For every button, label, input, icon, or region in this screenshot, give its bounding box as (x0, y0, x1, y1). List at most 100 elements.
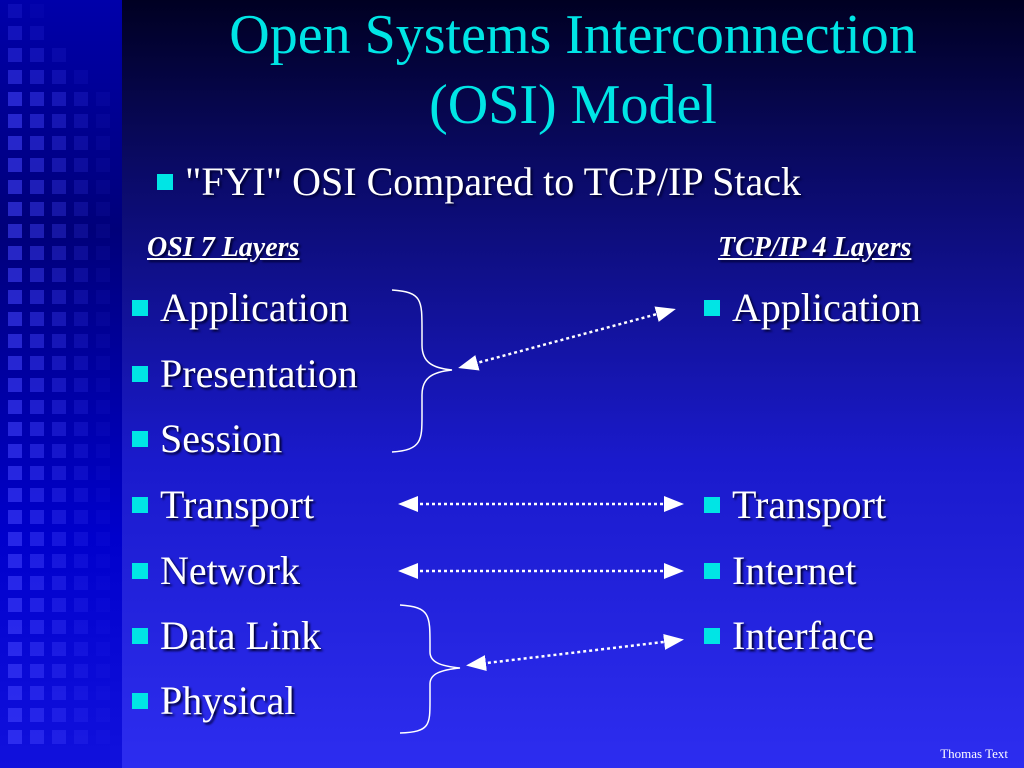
decor-square (96, 598, 110, 612)
osi-layer-network: Network (132, 547, 300, 595)
decor-square (96, 180, 110, 194)
osi-layer-label: Presentation (160, 351, 358, 396)
decor-square (30, 532, 44, 546)
decor-square (74, 422, 88, 436)
decor-square (96, 642, 110, 656)
decor-square (52, 290, 66, 304)
decor-square (96, 620, 110, 634)
decor-square (74, 488, 88, 502)
decor-square (8, 136, 22, 150)
decor-square (30, 730, 44, 744)
decor-square (30, 686, 44, 700)
tcp-layer-label: Application (732, 285, 921, 330)
decor-square (30, 378, 44, 392)
decor-square (30, 422, 44, 436)
upper-brace (391, 289, 453, 453)
decor-square (74, 466, 88, 480)
decor-square (52, 378, 66, 392)
decor-square (96, 664, 110, 678)
decor-square (52, 466, 66, 480)
decor-square (74, 664, 88, 678)
decor-square (30, 224, 44, 238)
decor-square (8, 48, 22, 62)
decor-square (96, 268, 110, 282)
decor-square (96, 246, 110, 260)
decor-square (74, 246, 88, 260)
decor-square (52, 158, 66, 172)
decor-square (96, 92, 110, 106)
title-line-1: Open Systems Interconnection (229, 4, 917, 66)
decor-square (30, 70, 44, 84)
osi-layer-transport: Transport (132, 481, 314, 529)
decor-square (74, 70, 88, 84)
decor-square (8, 378, 22, 392)
decor-square (8, 532, 22, 546)
decor-square (96, 334, 110, 348)
decor-square (52, 422, 66, 436)
decor-square (30, 246, 44, 260)
decor-square (96, 488, 110, 502)
decor-square (8, 356, 22, 370)
decor-square (8, 422, 22, 436)
osi-heading: OSI 7 Layers (147, 232, 300, 263)
decor-square (30, 48, 44, 62)
decor-square (8, 466, 22, 480)
subtitle-text: "FYI" OSI Compared to TCP/IP Stack (185, 159, 801, 204)
decor-square (74, 554, 88, 568)
decor-square (52, 136, 66, 150)
decor-square (74, 158, 88, 172)
decor-square (96, 532, 110, 546)
tcp-layer-transport: Transport (704, 481, 886, 529)
decor-square (8, 730, 22, 744)
bullet-icon (132, 299, 148, 316)
osi-layer-label: Physical (160, 678, 296, 723)
decor-square (74, 268, 88, 282)
bullet-icon (157, 173, 173, 190)
osi-layer-label: Application (160, 285, 349, 330)
bullet-icon (704, 299, 720, 316)
osi-layer-label: Data Link (160, 613, 322, 658)
decor-square (74, 510, 88, 524)
decor-square (96, 510, 110, 524)
decor-square (8, 400, 22, 414)
bullet-icon (132, 562, 148, 579)
decor-square (96, 136, 110, 150)
decor-square (8, 246, 22, 260)
decor-square (96, 202, 110, 216)
tcp-layer-label: Transport (732, 482, 887, 527)
bullet-icon (704, 496, 720, 513)
decor-square (96, 466, 110, 480)
decor-square (30, 356, 44, 370)
decor-square (96, 378, 110, 392)
bullet-icon (132, 365, 148, 382)
decor-square (74, 708, 88, 722)
decor-square (52, 400, 66, 414)
bullet-icon (704, 562, 720, 579)
decor-square (30, 180, 44, 194)
decor-square (52, 598, 66, 612)
decor-square (30, 400, 44, 414)
decor-square (52, 532, 66, 546)
decor-square (30, 510, 44, 524)
decor-square (30, 202, 44, 216)
decor-square (8, 92, 22, 106)
decor-square (8, 708, 22, 722)
decor-square (8, 312, 22, 326)
decor-square (8, 334, 22, 348)
osi-layer-label: Session (160, 416, 283, 461)
decor-square (96, 356, 110, 370)
decor-square (52, 620, 66, 634)
tcp-heading: TCP/IP 4 Layers (718, 232, 912, 263)
decor-square (52, 246, 66, 260)
decor-square (30, 488, 44, 502)
decor-square (96, 158, 110, 172)
decor-square (96, 224, 110, 238)
decor-square (52, 510, 66, 524)
decor-square (52, 92, 66, 106)
decor-square (96, 444, 110, 458)
decor-square (74, 290, 88, 304)
decor-square (8, 444, 22, 458)
decor-square (30, 114, 44, 128)
decor-square (96, 554, 110, 568)
bullet-icon (132, 430, 148, 447)
